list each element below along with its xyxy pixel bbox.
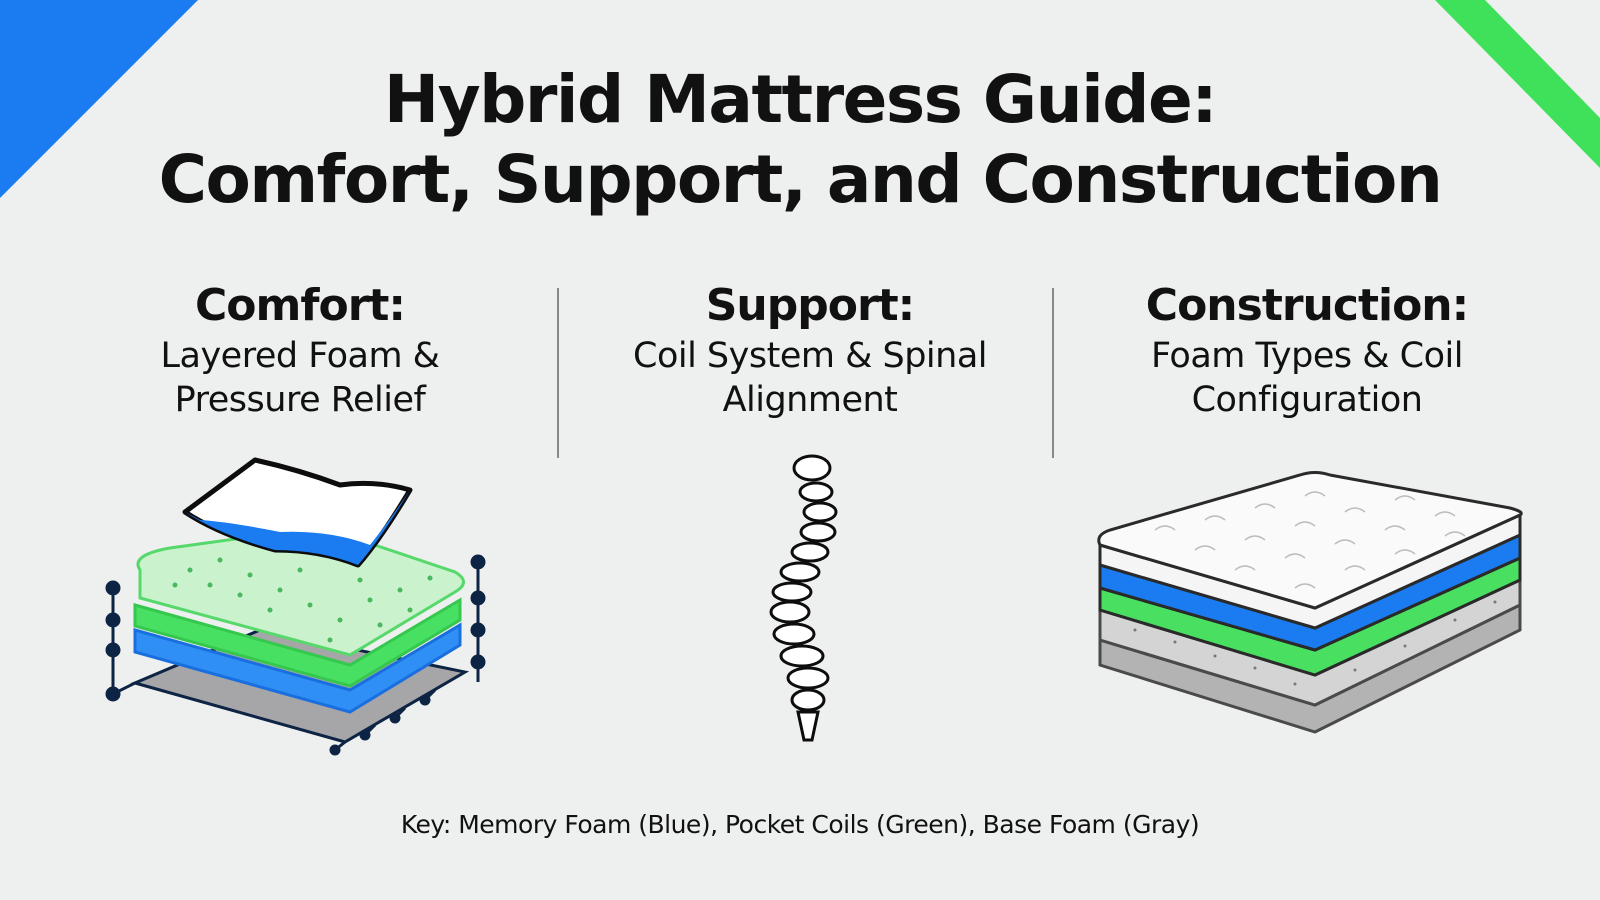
divider xyxy=(1052,288,1054,458)
section-subtitle-line: Coil System & Spinal xyxy=(633,336,988,376)
section-construction: Construction: Foam Types & Coil Configur… xyxy=(1077,278,1537,422)
section-comfort: Comfort: Layered Foam & Pressure Relief xyxy=(70,278,530,422)
title-line-2: Comfort, Support, and Construction xyxy=(158,141,1443,218)
section-support: Support: Coil System & Spinal Alignment xyxy=(580,278,1040,422)
title-line-1: Hybrid Mattress Guide: xyxy=(383,61,1218,138)
section-subtitle-line: Foam Types & Coil xyxy=(1151,336,1463,376)
blue-corner-triangle xyxy=(0,0,198,198)
section-heading: Support: xyxy=(705,280,916,331)
section-heading: Construction: xyxy=(1145,280,1469,331)
page-title: Hybrid Mattress Guide: Comfort, Support,… xyxy=(0,60,1600,220)
layered-foam-pillow-icon xyxy=(105,457,486,756)
section-subtitle-line: Pressure Relief xyxy=(174,380,426,420)
green-corner-stripe xyxy=(1435,0,1600,168)
section-subtitle-line: Layered Foam & xyxy=(160,336,440,376)
spine-icon xyxy=(769,454,838,742)
section-heading: Comfort: xyxy=(194,280,406,331)
mattress-layers-icon xyxy=(1097,471,1523,734)
divider xyxy=(557,288,559,458)
color-key: Key: Memory Foam (Blue), Pocket Coils (G… xyxy=(400,810,1200,839)
section-subtitle-line: Configuration xyxy=(1191,380,1423,420)
section-subtitle-line: Alignment xyxy=(722,380,898,420)
